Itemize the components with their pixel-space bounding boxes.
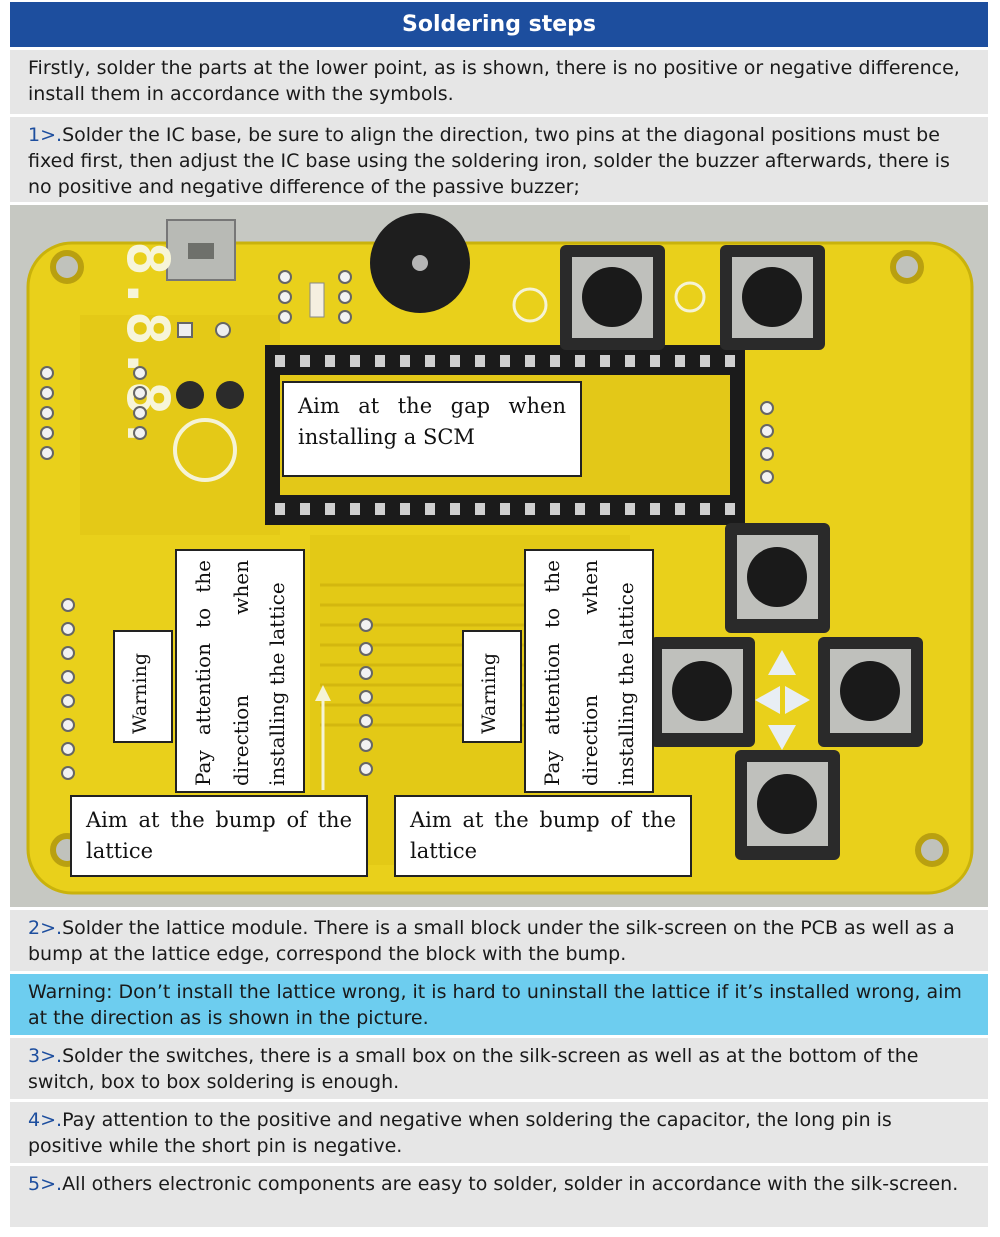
warning-label-right: Warning — [462, 630, 522, 743]
step-1-number: 1>. — [28, 124, 63, 146]
step-5-text: All others electronic components are eas… — [62, 1173, 959, 1195]
lattice-direction-note-right: Pay attention to the direction when inst… — [524, 549, 654, 793]
page-title: Soldering steps — [10, 2, 988, 47]
direction-switches — [650, 523, 923, 860]
bump-callout-right: Aim at the bump of the lattice — [394, 795, 692, 877]
step-4-number: 4>. — [28, 1109, 63, 1131]
lattice-direction-note-left: Pay attention to the direction when inst… — [175, 549, 305, 793]
step-3-text: Solder the switches, there is a small bo… — [28, 1045, 919, 1093]
callout-scm-gap: Aim at the gap when installing a SCM — [282, 381, 582, 477]
intro-row: Firstly, solder the parts at the lower p… — [10, 47, 988, 114]
step-3-row: 3>.Solder the switches, there is a small… — [10, 1035, 988, 1099]
capacitor-silkscreen — [173, 418, 237, 482]
step-2-number: 2>. — [28, 917, 63, 939]
step-2-text: Solder the lattice module. There is a sm… — [28, 917, 955, 965]
soldering-steps-sheet: Soldering steps Firstly, solder the part… — [10, 0, 988, 1227]
top-switches — [560, 245, 825, 350]
warning-label-left: Warning — [113, 630, 173, 743]
step-1-text: Solder the IC base, be sure to align the… — [28, 124, 950, 198]
step-4-row: 4>.Pay attention to the positive and neg… — [10, 1099, 988, 1163]
step-5-number: 5>. — [28, 1173, 63, 1195]
step-3-number: 3>. — [28, 1045, 63, 1067]
step-5-row: 5>.All others electronic components are … — [10, 1163, 988, 1227]
mounting-holes — [50, 250, 949, 867]
intro-text: Firstly, solder the parts at the lower p… — [28, 57, 960, 105]
warning-text: Warning: Don’t install the lattice wrong… — [28, 981, 962, 1029]
warning-row: Warning: Don’t install the lattice wrong… — [10, 971, 988, 1035]
step-2-row: 2>.Solder the lattice module. There is a… — [10, 907, 988, 971]
step-1-row: 1>.Solder the IC base, be sure to align … — [10, 114, 988, 202]
bump-callout-left: Aim at the bump of the lattice — [70, 795, 368, 877]
pcb-photo: 8.8.8. — [10, 205, 988, 907]
arrow-silkscreen — [755, 650, 810, 750]
step-4-text: Pay attention to the positive and negati… — [28, 1109, 892, 1157]
display-silkscreen: 8.8.8. — [114, 241, 182, 451]
